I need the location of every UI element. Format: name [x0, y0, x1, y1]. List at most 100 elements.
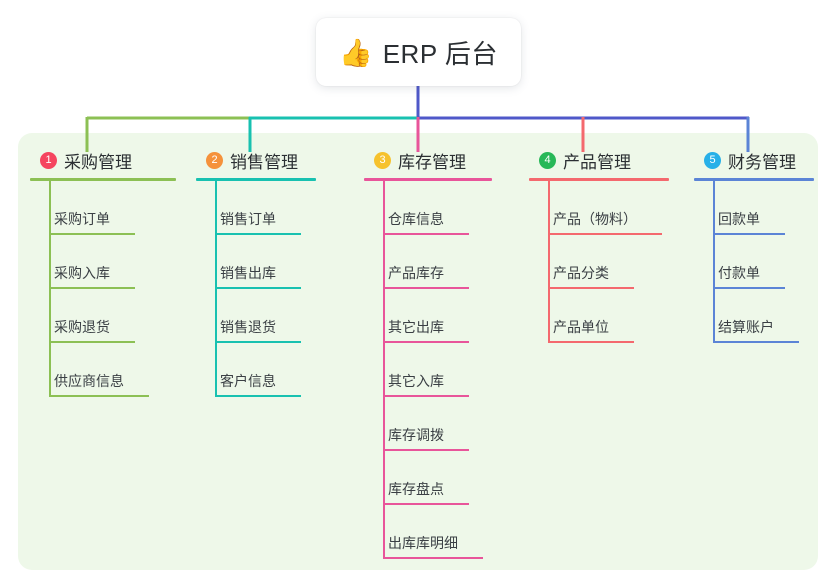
- thumbs-up-icon: 👍: [339, 37, 373, 68]
- list-item-label: 采购退货: [54, 319, 110, 335]
- list-item[interactable]: 采购入库: [30, 235, 176, 289]
- leaf-rule: [713, 287, 785, 289]
- list-item[interactable]: 产品分类: [529, 235, 669, 289]
- branch-rule-4: [529, 178, 669, 181]
- leaf-spine: [383, 505, 385, 559]
- branch-rule-1: [30, 178, 176, 181]
- branch-column-1: 1 采购管理 采购订单 采购入库 采购退货 供应商信息: [30, 148, 176, 397]
- branch-badge-5: 5: [704, 151, 721, 169]
- leaf-spine: [548, 235, 550, 289]
- branch-title-3: 库存管理: [398, 152, 466, 172]
- list-item[interactable]: 库存调拨: [364, 397, 492, 451]
- list-item[interactable]: 采购退货: [30, 289, 176, 343]
- leaf-spine: [215, 289, 217, 343]
- list-item-label: 销售出库: [220, 265, 276, 281]
- leaf-rule: [548, 233, 662, 235]
- leaf-rule: [383, 341, 469, 343]
- leaf-rule: [215, 233, 301, 235]
- list-item[interactable]: 出库库明细: [364, 505, 492, 559]
- leaf-spine: [49, 343, 51, 397]
- list-item[interactable]: 付款单: [694, 235, 814, 289]
- list-item-label: 客户信息: [220, 373, 276, 389]
- list-item[interactable]: 产品（物料）: [529, 181, 669, 235]
- leaf-rule: [49, 287, 135, 289]
- branch-rule-5: [694, 178, 814, 181]
- list-item[interactable]: 销售出库: [196, 235, 316, 289]
- branch-title-4: 产品管理: [563, 152, 631, 172]
- branch-title-2: 销售管理: [230, 152, 298, 172]
- leaf-rule: [215, 341, 301, 343]
- leaf-spine: [49, 235, 51, 289]
- branch-header-5[interactable]: 5 财务管理: [694, 148, 814, 172]
- root-title: ERP 后台: [382, 38, 498, 69]
- list-item[interactable]: 产品单位: [529, 289, 669, 343]
- list-item-label: 产品单位: [553, 319, 609, 335]
- leaf-spine: [383, 289, 385, 343]
- branch-badge-2: 2: [206, 151, 223, 169]
- list-item-label: 销售订单: [220, 211, 276, 227]
- list-item-label: 仓库信息: [388, 211, 444, 227]
- list-item[interactable]: 销售订单: [196, 181, 316, 235]
- leaf-rule: [383, 503, 469, 505]
- list-item-label: 采购订单: [54, 211, 110, 227]
- leaf-spine: [383, 451, 385, 505]
- leaf-spine: [215, 181, 217, 235]
- list-item[interactable]: 其它入库: [364, 343, 492, 397]
- leaf-spine: [215, 343, 217, 397]
- list-item[interactable]: 库存盘点: [364, 451, 492, 505]
- branch-items-5: 回款单 付款单 结算账户: [694, 181, 814, 343]
- branch-title-5: 财务管理: [728, 152, 796, 172]
- list-item[interactable]: 采购订单: [30, 181, 176, 235]
- branch-column-4: 4 产品管理 产品（物料） 产品分类 产品单位: [529, 148, 669, 343]
- leaf-rule: [713, 233, 785, 235]
- branch-badge-4: 4: [539, 151, 556, 169]
- leaf-spine: [383, 235, 385, 289]
- branch-header-1[interactable]: 1 采购管理: [30, 148, 176, 172]
- list-item-label: 销售退货: [220, 319, 276, 335]
- branch-header-4[interactable]: 4 产品管理: [529, 148, 669, 172]
- branch-column-3: 3 库存管理 仓库信息 产品库存 其它出库 其它入库: [364, 148, 492, 559]
- branch-header-2[interactable]: 2 销售管理: [196, 148, 316, 172]
- list-item[interactable]: 供应商信息: [30, 343, 176, 397]
- branch-column-2: 2 销售管理 销售订单 销售出库 销售退货 客户信息: [196, 148, 316, 397]
- leaf-spine: [383, 181, 385, 235]
- leaf-rule: [548, 341, 634, 343]
- leaf-spine: [49, 289, 51, 343]
- branch-header-3[interactable]: 3 库存管理: [364, 148, 492, 172]
- list-item[interactable]: 客户信息: [196, 343, 316, 397]
- list-item[interactable]: 销售退货: [196, 289, 316, 343]
- list-item-label: 产品分类: [553, 265, 609, 281]
- leaf-rule: [548, 287, 634, 289]
- leaf-rule: [383, 449, 469, 451]
- root-node[interactable]: 👍 ERP 后台: [316, 18, 521, 86]
- leaf-rule: [49, 395, 149, 397]
- list-item[interactable]: 产品库存: [364, 235, 492, 289]
- list-item-label: 其它出库: [388, 319, 444, 335]
- leaf-rule: [49, 233, 135, 235]
- leaf-spine: [215, 235, 217, 289]
- branch-rule-2: [196, 178, 316, 181]
- leaf-spine: [713, 235, 715, 289]
- leaf-spine: [548, 181, 550, 235]
- list-item-label: 回款单: [718, 211, 760, 227]
- branch-items-4: 产品（物料） 产品分类 产品单位: [529, 181, 669, 343]
- branch-title-1: 采购管理: [64, 152, 132, 172]
- list-item-label: 库存盘点: [388, 481, 444, 497]
- list-item[interactable]: 其它出库: [364, 289, 492, 343]
- leaf-rule: [383, 395, 469, 397]
- leaf-rule: [383, 233, 469, 235]
- leaf-rule: [215, 395, 301, 397]
- list-item-label: 库存调拨: [388, 427, 444, 443]
- branch-rule-3: [364, 178, 492, 181]
- leaf-rule: [49, 341, 135, 343]
- list-item[interactable]: 结算账户: [694, 289, 814, 343]
- leaf-rule: [383, 287, 469, 289]
- list-item[interactable]: 回款单: [694, 181, 814, 235]
- list-item-label: 采购入库: [54, 265, 110, 281]
- branch-items-2: 销售订单 销售出库 销售退货 客户信息: [196, 181, 316, 397]
- list-item[interactable]: 仓库信息: [364, 181, 492, 235]
- list-item-label: 结算账户: [718, 319, 774, 335]
- leaf-spine: [49, 181, 51, 235]
- leaf-spine: [548, 289, 550, 343]
